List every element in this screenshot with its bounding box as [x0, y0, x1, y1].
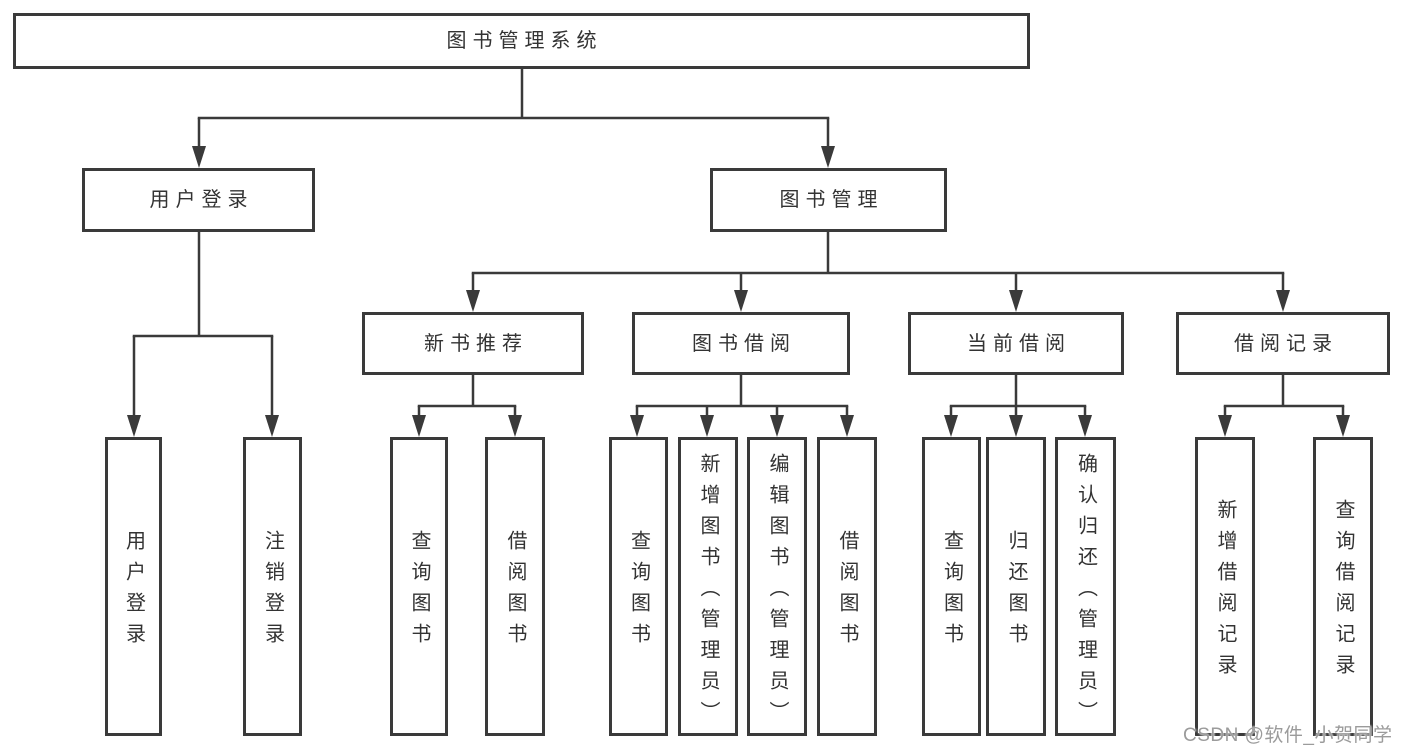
node-label: 借阅图书 — [836, 530, 858, 654]
node-user-login: 用户登录 — [82, 168, 315, 232]
node-label: 归还图书 — [1005, 530, 1027, 654]
node-label: 图书管理系统 — [446, 30, 603, 52]
node-new-book-recommendation: 新书推荐 — [362, 312, 584, 375]
leaf-query-books-current: 查询图书 — [922, 437, 981, 736]
node-label: 借阅记录 — [1234, 332, 1338, 355]
node-label: 当前借阅 — [967, 332, 1071, 355]
node-label: 图书借阅 — [692, 332, 796, 355]
connector-arrows — [127, 118, 1350, 437]
leaf-add-book-admin: 新增图书（管理员） — [678, 437, 738, 736]
node-label: 新增图书（管理员） — [697, 452, 719, 732]
csdn-watermark: CSDN @软件_小贺同学 — [1183, 725, 1393, 746]
leaf-return-book: 归还图书 — [986, 437, 1046, 736]
node-book-borrowing: 图书借阅 — [632, 312, 850, 375]
node-label: 用户登录 — [149, 189, 254, 211]
node-library-management-system: 图书管理系统 — [13, 13, 1030, 69]
leaf-edit-book-admin: 编辑图书（管理员） — [747, 437, 807, 736]
node-current-borrowing: 当前借阅 — [908, 312, 1124, 375]
node-borrowing-records: 借阅记录 — [1176, 312, 1390, 375]
leaf-borrow-books-recommend: 借阅图书 — [485, 437, 545, 736]
node-label: 查询图书 — [627, 530, 650, 654]
connector-stems — [197, 69, 1285, 406]
leaf-logout: 注销登录 — [243, 437, 302, 736]
node-label: 编辑图书（管理员） — [766, 452, 788, 732]
node-label: 确认归还（管理员） — [1074, 452, 1097, 732]
leaf-confirm-return-admin: 确认归还（管理员） — [1055, 437, 1116, 736]
node-label: 用户登录 — [122, 530, 145, 654]
node-label: 新书推荐 — [424, 332, 528, 355]
node-label: 查询图书 — [408, 530, 430, 654]
leaf-add-borrow-record: 新增借阅记录 — [1195, 437, 1255, 736]
node-label: 查询图书 — [940, 530, 963, 654]
node-label: 查询借阅记录 — [1332, 499, 1354, 685]
leaf-query-books-recommend: 查询图书 — [390, 437, 448, 736]
node-book-management: 图书管理 — [710, 168, 947, 232]
leaf-query-books-borrow: 查询图书 — [609, 437, 668, 736]
node-label: 图书管理 — [779, 189, 884, 211]
leaf-user-login: 用户登录 — [105, 437, 162, 736]
leaf-query-borrow-record: 查询借阅记录 — [1313, 437, 1373, 736]
node-label: 注销登录 — [261, 530, 284, 654]
connector-bars — [132, 116, 1345, 408]
leaf-borrow-books-borrow: 借阅图书 — [817, 437, 877, 736]
node-label: 借阅图书 — [504, 530, 526, 654]
node-label: 新增借阅记录 — [1214, 499, 1236, 685]
